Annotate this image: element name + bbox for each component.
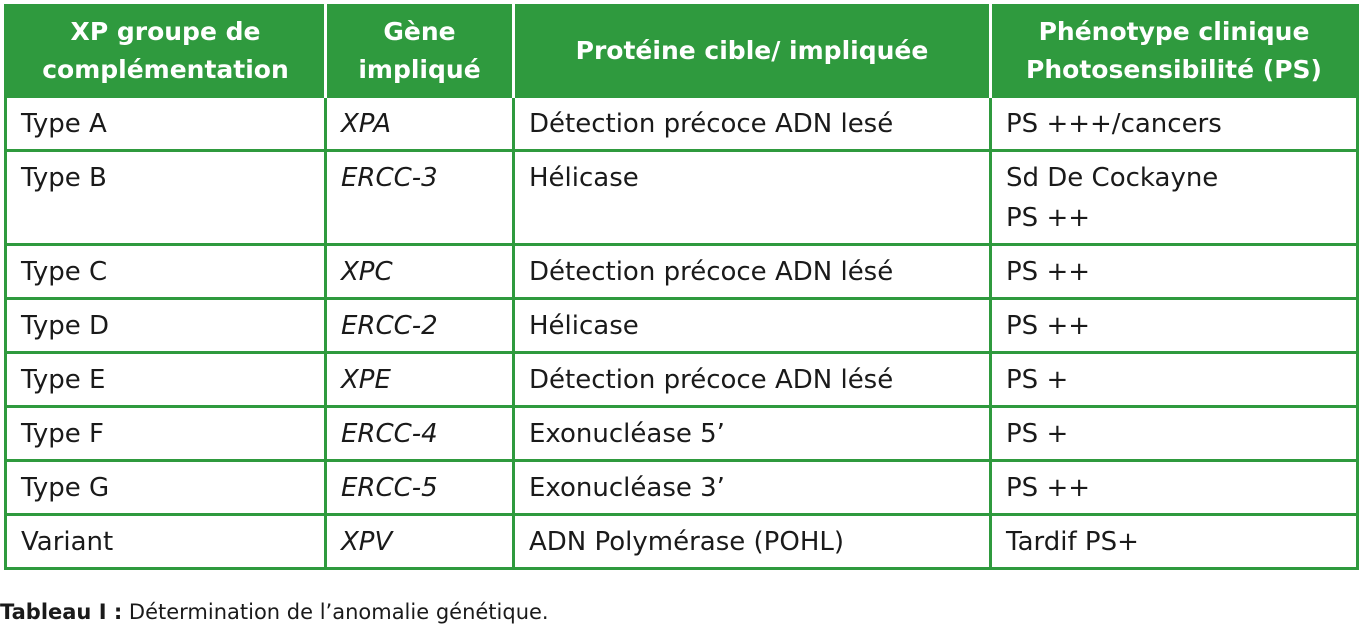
cell-protein: Hélicase	[512, 297, 992, 354]
header-gene-line1: Gène	[383, 17, 456, 46]
cell-phenotype: PS +	[989, 405, 1359, 462]
table-row: Type C XPC Détection précoce ADN lésé PS…	[4, 243, 1359, 300]
cell-type: Type F	[4, 405, 327, 462]
cell-phenotype-line1: PS ++	[1006, 473, 1091, 503]
cell-phenotype-line1: Sd De Cockayne	[1006, 163, 1219, 193]
header-gene-line2: impliqué	[358, 55, 481, 84]
cell-phenotype: Tardif PS+	[989, 513, 1359, 570]
table-row: Type G ERCC-5 Exonucléase 3’ PS ++	[4, 459, 1359, 516]
cell-phenotype-line1: PS ++	[1006, 257, 1091, 287]
table-row: Type A XPA Détection précoce ADN lesé PS…	[4, 95, 1359, 152]
cell-protein: Hélicase	[512, 149, 992, 246]
cell-phenotype-line1: PS +	[1006, 365, 1069, 395]
header-phenotype-line2: Photosensibilité (PS)	[1026, 55, 1322, 84]
header-complementation-group-line2: complémentation	[42, 55, 289, 84]
cell-phenotype-line1: PS +	[1006, 419, 1069, 449]
cell-phenotype: PS ++	[989, 459, 1359, 516]
table-row: Type F ERCC-4 Exonucléase 5’ PS +	[4, 405, 1359, 462]
xp-complementation-table: XP groupe de complémentation Gène impliq…	[4, 4, 1359, 570]
table-row: Type B ERCC-3 Hélicase Sd De Cockayne PS…	[4, 149, 1359, 246]
cell-type: Type D	[4, 297, 327, 354]
cell-gene: XPC	[324, 243, 515, 300]
caption-label: Tableau I :	[0, 600, 123, 624]
cell-gene: XPV	[324, 513, 515, 570]
cell-gene: XPA	[324, 95, 515, 152]
table-row: Type E XPE Détection précoce ADN lésé PS…	[4, 351, 1359, 408]
table-row: Variant XPV ADN Polymérase (POHL) Tardif…	[4, 513, 1359, 570]
cell-protein: Détection précoce ADN lesé	[512, 95, 992, 152]
cell-protein: ADN Polymérase (POHL)	[512, 513, 992, 570]
cell-phenotype-line1: Tardif PS+	[1006, 527, 1139, 557]
table-body: Type A XPA Détection précoce ADN lesé PS…	[4, 95, 1359, 570]
header-complementation-group-line1: XP groupe de	[70, 17, 261, 46]
cell-type: Variant	[4, 513, 327, 570]
xp-table-container: XP groupe de complémentation Gène impliq…	[4, 4, 1359, 570]
header-phenotype: Phénotype clinique Photosensibilité (PS)	[989, 5, 1358, 97]
cell-type: Type G	[4, 459, 327, 516]
cell-phenotype: Sd De Cockayne PS ++	[989, 149, 1359, 246]
cell-type: Type A	[4, 95, 327, 152]
cell-protein: Détection précoce ADN lésé	[512, 351, 992, 408]
table-row: Type D ERCC-2 Hélicase PS ++	[4, 297, 1359, 354]
cell-protein: Détection précoce ADN lésé	[512, 243, 992, 300]
cell-phenotype-line2: PS ++	[1006, 203, 1091, 233]
table-header: XP groupe de complémentation Gène impliq…	[5, 5, 1358, 97]
cell-phenotype-line1: PS ++	[1006, 311, 1091, 341]
cell-gene: ERCC-2	[324, 297, 515, 354]
cell-gene: ERCC-5	[324, 459, 515, 516]
header-phenotype-line1: Phénotype clinique	[1038, 17, 1310, 46]
cell-phenotype: PS +	[989, 351, 1359, 408]
cell-phenotype: PS ++	[989, 243, 1359, 300]
cell-gene: ERCC-3	[324, 149, 515, 246]
table-caption: Tableau I : Détermination de l’anomalie …	[0, 600, 549, 624]
cell-protein: Exonucléase 5’	[512, 405, 992, 462]
caption-text: Détermination de l’anomalie génétique.	[122, 600, 549, 624]
cell-type: Type E	[4, 351, 327, 408]
cell-phenotype: PS +++/cancers	[989, 95, 1359, 152]
cell-gene: XPE	[324, 351, 515, 408]
header-protein: Protéine cible/ impliquée	[512, 5, 991, 97]
cell-type: Type B	[4, 149, 327, 246]
cell-gene: ERCC-4	[324, 405, 515, 462]
header-complementation-group: XP groupe de complémentation	[5, 5, 326, 97]
header-gene: Gène impliqué	[324, 5, 514, 97]
cell-type: Type C	[4, 243, 327, 300]
cell-protein: Exonucléase 3’	[512, 459, 992, 516]
cell-phenotype: PS ++	[989, 297, 1359, 354]
cell-phenotype-line1: PS +++/cancers	[1006, 109, 1222, 139]
header-row: XP groupe de complémentation Gène impliq…	[5, 5, 1358, 97]
header-protein-label: Protéine cible/ impliquée	[575, 36, 929, 65]
